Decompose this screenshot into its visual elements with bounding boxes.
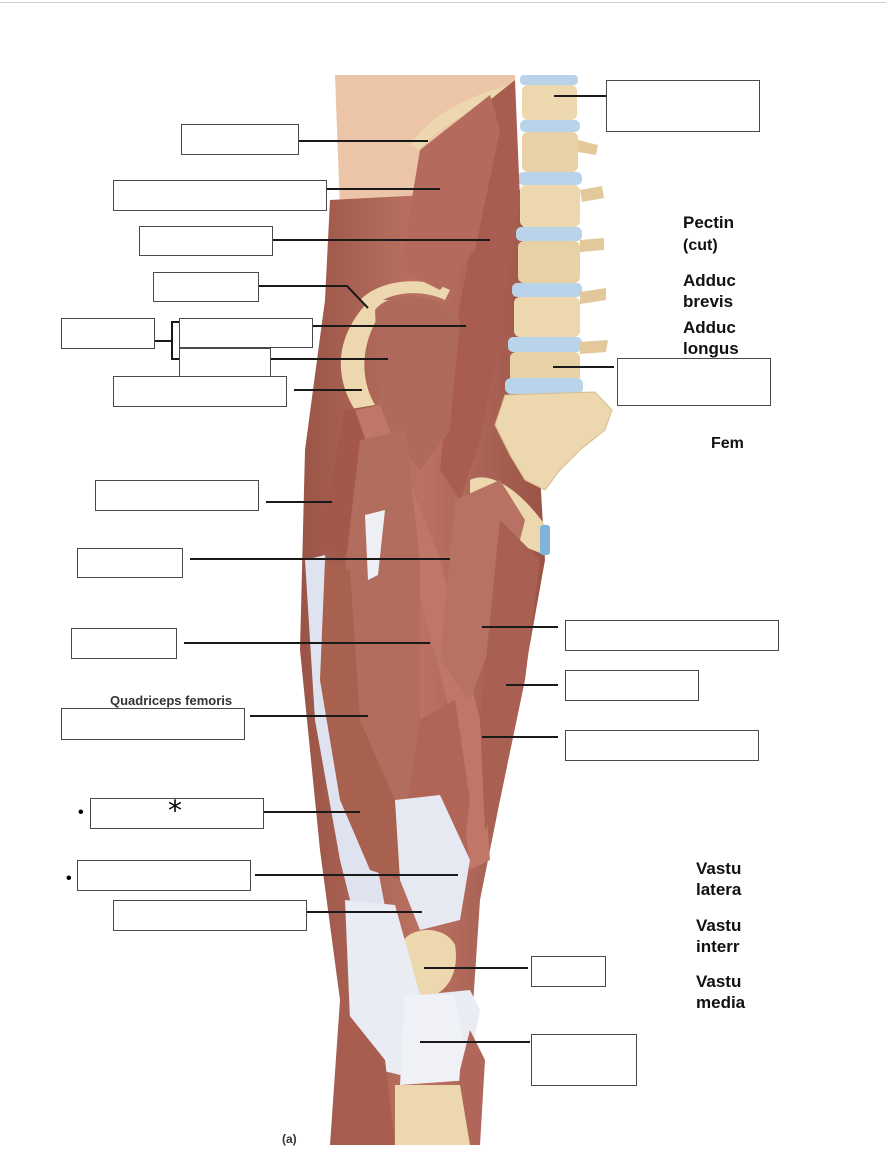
vastus-medialis-label-line1: Vastu xyxy=(696,972,742,991)
psoas-major xyxy=(440,80,520,500)
label-box-18[interactable] xyxy=(565,620,779,651)
adductor-longus-label-line2: longus xyxy=(683,339,739,358)
patellar-ligament xyxy=(400,995,470,1085)
sartorius xyxy=(355,405,490,870)
pelvis-rim xyxy=(360,281,450,310)
label-box-2[interactable] xyxy=(113,180,327,211)
quadratus-lumborum xyxy=(400,95,500,290)
label-box-19[interactable] xyxy=(565,670,699,701)
label-box-3[interactable] xyxy=(139,226,273,256)
asterisk-marker: * xyxy=(168,794,182,827)
label-box-22[interactable] xyxy=(531,1034,637,1086)
pectineus-cut-note: (cut) xyxy=(683,237,718,254)
label-box-6[interactable] xyxy=(179,318,313,348)
rectus-tendon-upper xyxy=(365,510,385,580)
vastus-medialis-label-line2: media xyxy=(696,993,746,1012)
tibial-tuberosity xyxy=(395,1085,470,1145)
iliacus xyxy=(375,296,460,470)
pubic-disc xyxy=(540,525,550,555)
adductor-brevis-label-line1: Adduc xyxy=(683,271,736,290)
tibialis-anterior xyxy=(335,1010,395,1145)
right-label-column: Pectin (cut) Adduc brevis Adduc longus F… xyxy=(682,200,751,1030)
leader-lines xyxy=(155,95,614,1043)
label-box-1[interactable] xyxy=(181,124,299,155)
bullet-marker-1: • xyxy=(78,804,84,821)
label-box-8[interactable] xyxy=(113,376,287,407)
gracilis xyxy=(480,520,540,830)
label-box-13[interactable] xyxy=(90,798,264,829)
vastus-lateralis-label-line1: Vastu xyxy=(696,859,742,878)
pectineus-label: Pectin xyxy=(683,213,735,232)
quadriceps-femoris-label: Quadriceps femoris xyxy=(110,693,233,708)
vastus-lateralis xyxy=(320,560,400,880)
label-box-5[interactable] xyxy=(61,318,155,349)
top-divider xyxy=(0,2,886,3)
label-box-15[interactable] xyxy=(113,900,307,931)
label-box-20[interactable] xyxy=(565,730,759,761)
label-box-21[interactable] xyxy=(531,956,606,987)
label-box-9[interactable] xyxy=(95,480,259,511)
rectus-femoris xyxy=(345,430,420,805)
adductor-brevis-label-line2: brevis xyxy=(683,292,734,311)
bullet-marker-2: • xyxy=(66,870,72,887)
lumbar-spine xyxy=(505,75,608,394)
figure-tag: (a) xyxy=(282,1132,297,1146)
vastus-lateralis-label-line2: latera xyxy=(696,880,742,899)
femur-label: Fem xyxy=(711,435,744,452)
label-box-11[interactable] xyxy=(71,628,177,659)
vastus-intermedius-label-line1: Vastu xyxy=(696,916,742,935)
label-box-4[interactable] xyxy=(153,272,259,302)
adductor-longus-label-line1: Adduc xyxy=(683,318,736,337)
quadriceps-tendon xyxy=(395,795,470,930)
vastus-intermedius-label-line2: interr xyxy=(696,937,740,956)
label-box-12[interactable] xyxy=(61,708,245,740)
label-box-16[interactable] xyxy=(606,80,760,132)
label-box-10[interactable] xyxy=(77,548,183,578)
label-box-7[interactable] xyxy=(179,348,271,378)
label-box-17[interactable] xyxy=(617,358,771,406)
label-box-14[interactable] xyxy=(77,860,251,891)
iliac-crest xyxy=(340,300,390,410)
sacrum xyxy=(494,391,613,491)
